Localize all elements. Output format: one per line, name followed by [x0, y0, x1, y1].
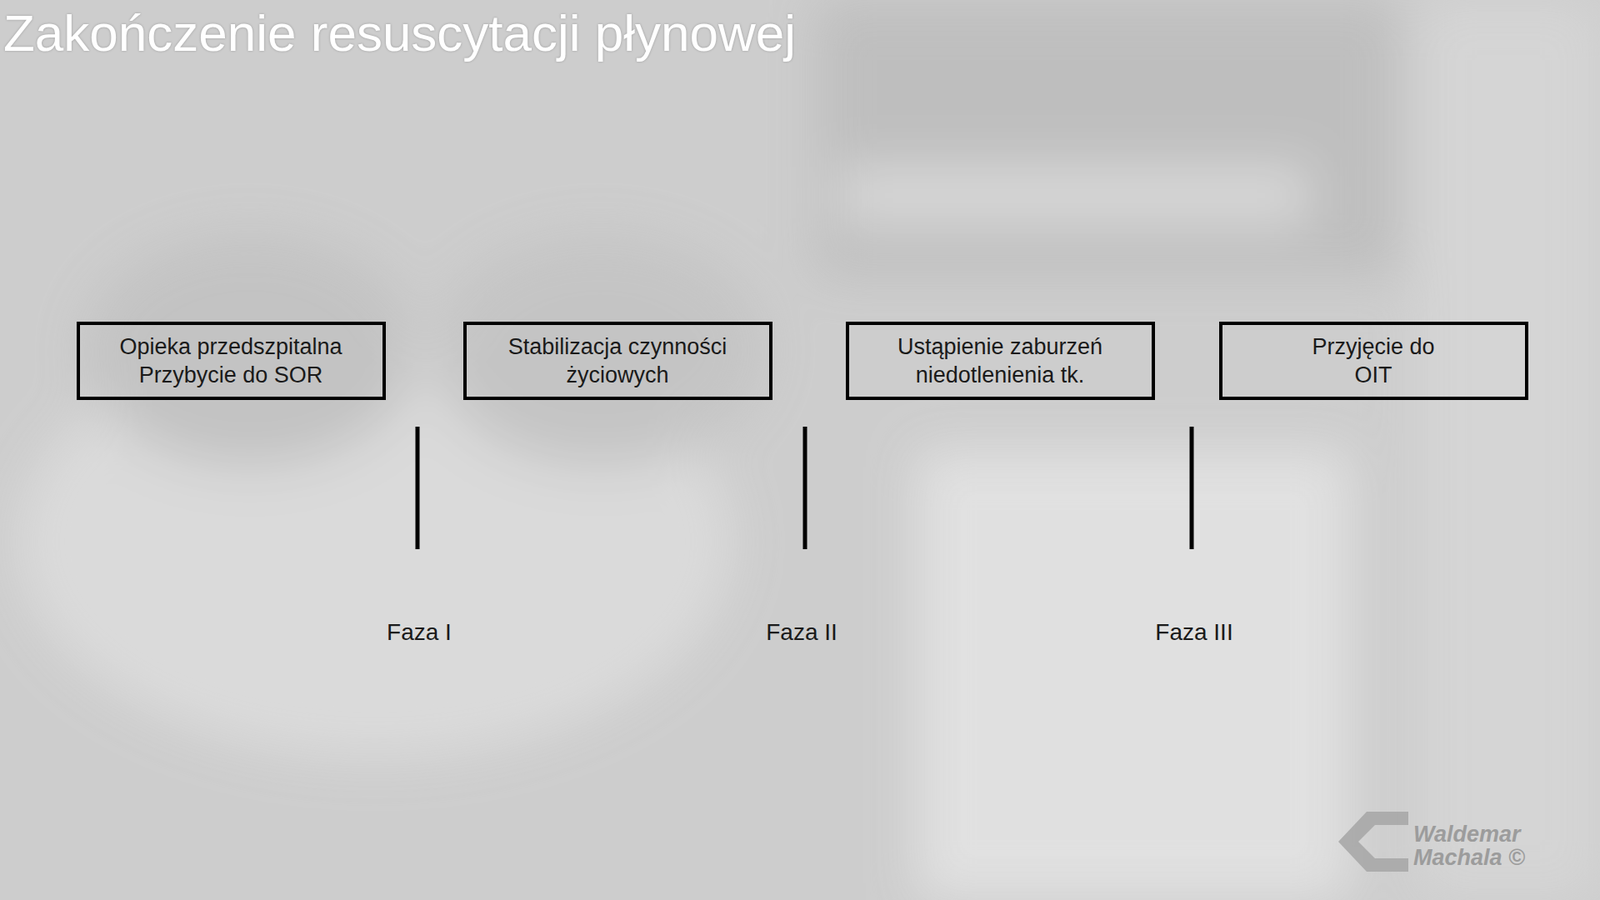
stage-text: Przyjęcie do OIT [1300, 332, 1447, 390]
watermark: Waldemar [1413, 823, 1521, 846]
stage-box: Przyjęcie do OIT [1219, 321, 1529, 400]
stage-box: Ustąpienie zaburzeń niedotlenienia tk. [845, 321, 1155, 400]
phase-divider [417, 426, 1192, 550]
stage-text: Przybycie do SOR [139, 360, 324, 390]
phase-label: Faza III [1155, 619, 1233, 646]
stage-text: Ustąpienie zaburzeń niedotlenienia tk. [862, 332, 1138, 390]
stage-box: Stabilizacja czynności życiowych [463, 321, 773, 400]
phase-label: Faza II [765, 619, 838, 646]
watermark-logo [1338, 811, 1409, 872]
stage-text: Stabilizacja czynności życiowych [480, 332, 755, 390]
stage-text: Opieka przedszpitalna [119, 332, 342, 361]
watermark: Machala © [1413, 846, 1525, 870]
phase-label: Faza I [386, 619, 452, 646]
stage-box: Opieka przedszpitalnaPrzybycie do SOR [76, 321, 386, 400]
slide-title: Zakończenie resuscytacji płynowej [3, 3, 796, 63]
